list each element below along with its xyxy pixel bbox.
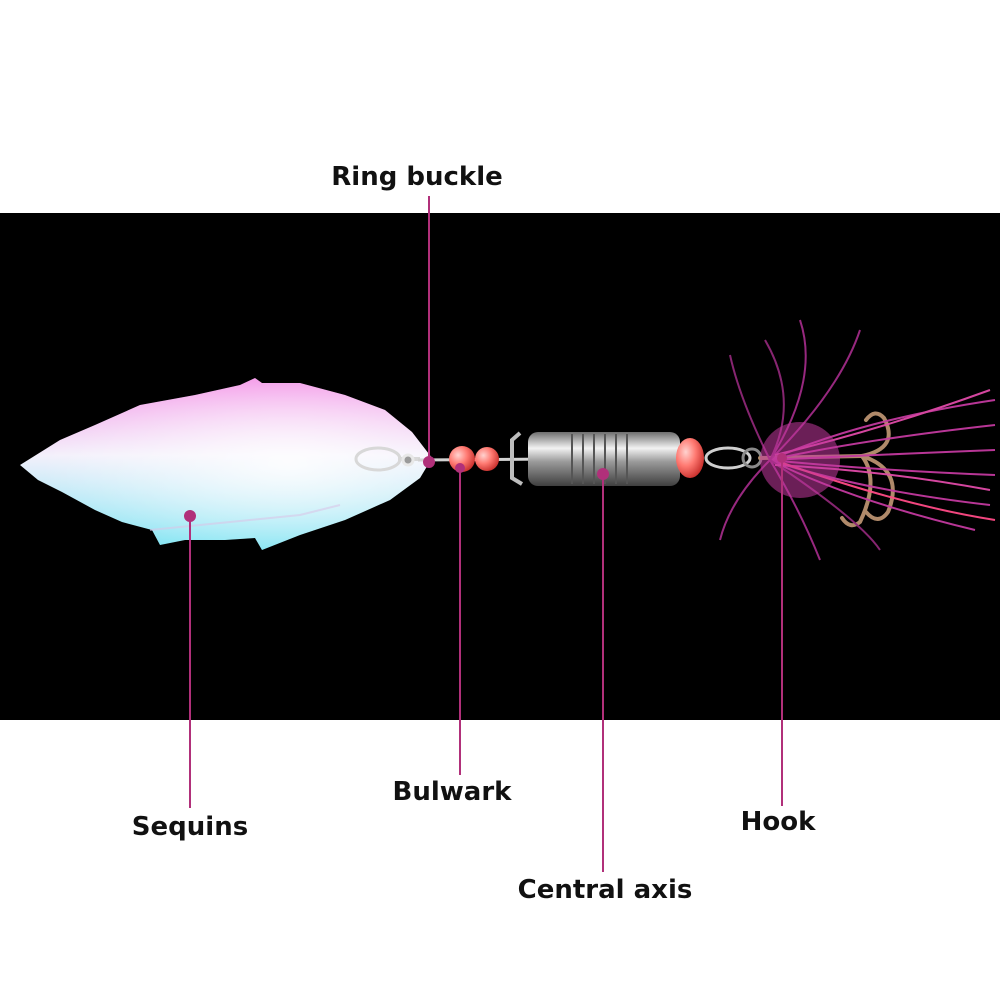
sequins-dot xyxy=(184,510,196,522)
clevis xyxy=(510,431,524,486)
ring-buckle-swivel xyxy=(354,446,420,472)
bulwark-label: Bulwark xyxy=(392,777,512,807)
central-axis-dot xyxy=(597,468,609,480)
ring-buckle-dot xyxy=(423,456,435,468)
sequins-label: Sequins xyxy=(131,812,249,842)
bulwark-beads xyxy=(449,446,499,472)
feather-core xyxy=(760,422,840,498)
hook-dot xyxy=(777,453,787,463)
rear-bead xyxy=(676,438,704,478)
hook-label: Hook xyxy=(740,807,816,837)
central-axis-label: Central axis xyxy=(517,875,693,905)
ring-buckle-label: Ring buckle xyxy=(331,162,503,192)
sequin-blade xyxy=(20,378,432,550)
leader-dots xyxy=(184,453,787,522)
leader-lines xyxy=(189,196,783,872)
bulwark-dot xyxy=(455,463,465,473)
central-axis-body xyxy=(528,432,680,486)
